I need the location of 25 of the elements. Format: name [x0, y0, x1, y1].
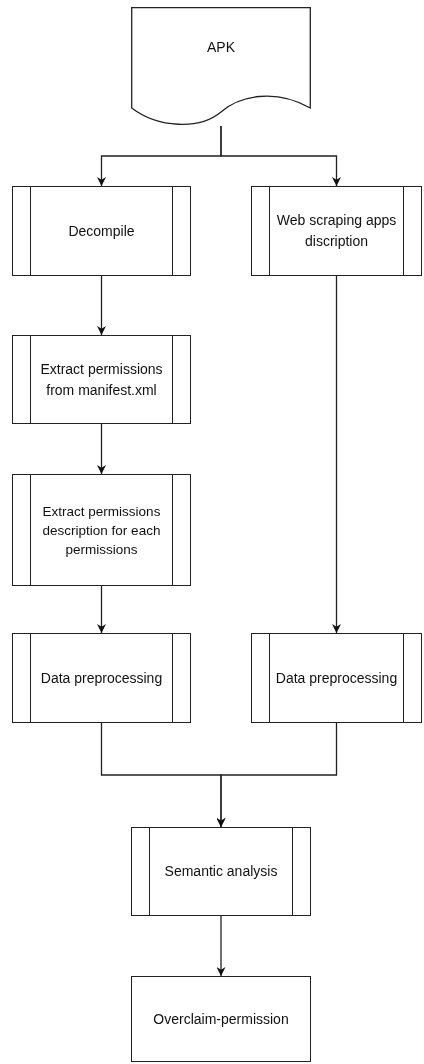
predefined-process-box — [131, 827, 311, 916]
arrow — [220, 125, 341, 187]
arrow — [216, 915, 226, 977]
process-label: Decompile — [67, 221, 136, 241]
arrow — [97, 423, 106, 475]
process-box — [131, 976, 311, 1062]
process-label: APK — [206, 38, 236, 57]
predefined-process-box — [12, 633, 191, 723]
predefined-process-box — [251, 633, 422, 723]
process-label: Extract permissions from manifest.xml — [39, 359, 164, 400]
predefined-process-box — [12, 335, 191, 424]
process-label: Data preprocessing — [274, 668, 399, 688]
arrow — [332, 275, 341, 634]
process-label: Web scraping apps discription — [275, 211, 398, 251]
predefined-process-box — [12, 474, 191, 586]
process-label: Overclaim-permission — [152, 1009, 290, 1029]
arrow — [97, 585, 106, 634]
process-label: Semantic analysis — [163, 862, 279, 881]
arrow — [216, 722, 338, 828]
document-shape — [131, 7, 311, 126]
predefined-process-box — [12, 186, 191, 276]
process-label: Data preprocessing — [39, 668, 164, 688]
process-label: Extract permissions description for each permissions — [41, 502, 162, 559]
predefined-process-box — [251, 186, 422, 276]
arrow — [97, 275, 106, 336]
